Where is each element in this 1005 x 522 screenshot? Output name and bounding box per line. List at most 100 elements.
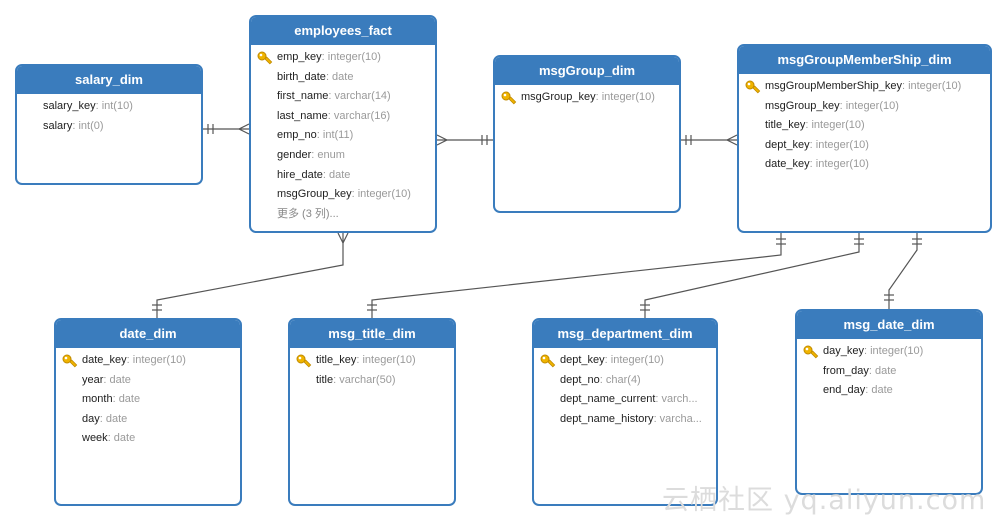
key-icon <box>540 353 556 369</box>
column-type: : varch... <box>655 393 698 406</box>
column-list: title_key: integer(10)title: varchar(50) <box>290 348 454 390</box>
column-type: : date <box>868 364 897 377</box>
column-name: year <box>82 373 104 386</box>
more-columns-link[interactable]: 更多 (3 列)... <box>251 205 435 225</box>
column-row[interactable]: title_key: integer(10) <box>739 116 990 136</box>
relation-membership-title <box>367 233 786 318</box>
column-name: emp_no <box>277 129 317 142</box>
column-type: : int(11) <box>316 129 354 142</box>
column-name: end_day <box>823 384 866 397</box>
column-name: title_key <box>765 119 806 132</box>
column-type: : integer(10) <box>126 354 186 366</box>
entity-date-dim[interactable]: date_dim date_key: integer(10)year: date… <box>54 318 242 506</box>
column-name: dept_name_history <box>560 412 654 425</box>
entity-msggroup-dim[interactable]: msgGroup_dim msgGroup_key: integer(10) <box>493 55 681 213</box>
entity-msg-title-dim[interactable]: msg_title_dim title_key: integer(10)titl… <box>288 318 456 506</box>
column-row[interactable]: day_key: integer(10) <box>797 342 981 362</box>
entity-title: msg_department_dim <box>534 320 716 348</box>
column-name: title_key <box>316 354 357 366</box>
column-row[interactable]: msgGroupMemberShip_key: integer(10) <box>739 77 990 97</box>
column-name: dept_key <box>765 138 810 151</box>
column-row[interactable]: dept_name_history: varcha... <box>534 410 716 430</box>
column-type: : int(10) <box>95 100 133 112</box>
column-name: msgGroup_key <box>765 99 840 112</box>
column-row[interactable]: first_name: varchar(14) <box>251 87 435 107</box>
column-list: dept_key: integer(10)dept_no: char(4)dep… <box>534 348 716 429</box>
column-row[interactable]: dept_name_current: varch... <box>534 390 716 410</box>
entity-title: employees_fact <box>251 17 435 45</box>
key-icon <box>745 79 761 95</box>
column-type: : integer(10) <box>595 91 655 103</box>
column-row[interactable]: birth_date: date <box>251 68 435 88</box>
column-row[interactable]: year: date <box>56 371 240 391</box>
column-row[interactable]: hire_date: date <box>251 166 435 186</box>
column-name: msgGroup_key <box>521 91 596 103</box>
column-name: day <box>82 412 100 425</box>
entity-msggroupmembership-dim[interactable]: msgGroupMemberShip_dim msgGroupMemberShi… <box>737 44 992 233</box>
column-name: gender <box>277 148 312 161</box>
column-type: : integer(10) <box>809 158 869 171</box>
entity-msg-department-dim[interactable]: msg_department_dim dept_key: integer(10)… <box>532 318 718 506</box>
column-row[interactable]: msgGroup_key: integer(10) <box>739 97 990 117</box>
column-row[interactable]: title: varchar(50) <box>290 371 454 391</box>
column-type: : integer(10) <box>809 138 869 151</box>
relation-salary-employees <box>203 123 250 135</box>
column-row[interactable]: dept_no: char(4) <box>534 371 716 391</box>
column-type: : integer(10) <box>321 51 381 63</box>
column-name: emp_key <box>277 51 322 63</box>
column-row[interactable]: dept_key: integer(10) <box>534 351 716 371</box>
column-row[interactable]: emp_no: int(11) <box>251 126 435 146</box>
column-name: birth_date <box>277 70 326 83</box>
column-row[interactable]: gender: enum <box>251 146 435 166</box>
column-type: : integer(10) <box>604 354 664 366</box>
column-row[interactable]: last_name: varchar(16) <box>251 107 435 127</box>
column-row[interactable]: salary: int(0) <box>17 117 201 137</box>
column-type: : varchar(50) <box>333 373 396 386</box>
relation-membership-msgdate <box>884 233 922 309</box>
column-row[interactable]: end_day: date <box>797 381 981 401</box>
entity-title: msgGroupMemberShip_dim <box>739 46 990 74</box>
column-row[interactable]: week: date <box>56 429 240 449</box>
column-row[interactable]: month: date <box>56 390 240 410</box>
entity-employees-fact[interactable]: employees_fact emp_key: integer(10)birth… <box>249 15 437 233</box>
column-type: : enum <box>311 148 345 161</box>
column-name: week <box>82 432 108 445</box>
column-row[interactable]: dept_key: integer(10) <box>739 136 990 156</box>
column-row[interactable]: date_key: integer(10) <box>56 351 240 371</box>
column-type: : varchar(14) <box>328 90 391 103</box>
column-list: msgGroupMemberShip_key: integer(10)msgGr… <box>739 74 990 175</box>
column-type: : int(0) <box>72 119 104 132</box>
column-row[interactable]: msgGroup_key: integer(10) <box>251 185 435 205</box>
entity-title: salary_dim <box>17 66 201 94</box>
column-type: : char(4) <box>599 373 641 386</box>
entity-title: msg_title_dim <box>290 320 454 348</box>
column-name: month <box>82 393 113 406</box>
column-type: : integer(10) <box>805 119 865 132</box>
column-name: last_name <box>277 109 328 122</box>
column-list: msgGroup_key: integer(10) <box>495 85 679 108</box>
entity-salary-dim[interactable]: salary_dim salary_key: int(10)salary: in… <box>15 64 203 185</box>
column-type: : varchar(16) <box>327 109 391 122</box>
column-row[interactable]: salary_key: int(10) <box>17 97 201 117</box>
column-name: first_name <box>277 90 329 103</box>
entity-title: date_dim <box>56 320 240 348</box>
column-type: : integer(10) <box>901 80 962 92</box>
column-row[interactable]: day: date <box>56 410 240 430</box>
column-name: salary <box>43 119 73 132</box>
column-row[interactable]: title_key: integer(10) <box>290 351 454 371</box>
relation-employees-msggroup <box>436 134 493 146</box>
column-row[interactable]: msgGroup_key: integer(10) <box>495 88 679 108</box>
relation-employees-date <box>152 232 349 318</box>
column-row[interactable]: date_key: integer(10) <box>739 155 990 175</box>
entity-msg-date-dim[interactable]: msg_date_dim day_key: integer(10)from_da… <box>795 309 983 495</box>
more-columns-label: 更多 (3 列)... <box>277 207 339 220</box>
column-row[interactable]: from_day: date <box>797 362 981 382</box>
column-row[interactable]: emp_key: integer(10) <box>251 48 435 68</box>
column-name: dept_key <box>560 354 605 366</box>
entity-title: msgGroup_dim <box>495 57 679 85</box>
column-name: salary_key <box>43 100 96 112</box>
column-name: dept_name_current <box>560 393 656 406</box>
